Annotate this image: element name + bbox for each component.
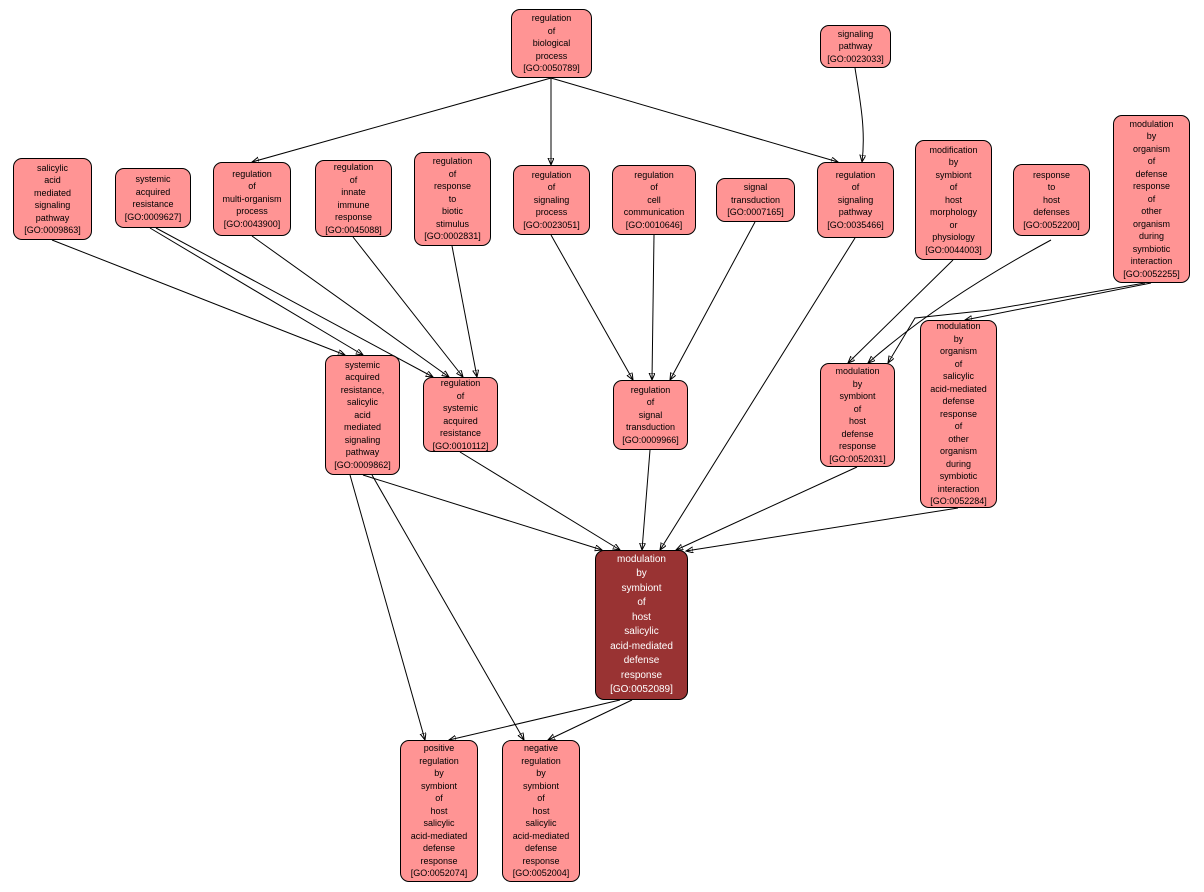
edge-go-0045088-to-go-0010112 bbox=[352, 236, 463, 377]
edge-go-0052031-to-go-0052089 bbox=[676, 466, 858, 550]
node-label: regulation of response to biotic stimulu… bbox=[424, 156, 481, 242]
edge-go-0050789-to-go-0043900 bbox=[252, 77, 552, 162]
node-go-0052200[interactable]: response to host defenses [GO:0052200] bbox=[1013, 164, 1090, 236]
edge-go-0009863-to-go-0009862 bbox=[51, 239, 345, 355]
edge-go-0023051-to-go-0009966 bbox=[550, 234, 633, 380]
node-label: regulation of signaling process [GO:0023… bbox=[523, 169, 580, 230]
node-label: salicylic acid mediated signaling pathwa… bbox=[24, 162, 81, 236]
node-go-0052089-focus[interactable]: modulation by symbiont of host salicylic… bbox=[595, 550, 688, 700]
node-label: regulation of biological process [GO:005… bbox=[523, 13, 580, 74]
edge-go-0002831-to-go-0010112 bbox=[451, 245, 477, 377]
node-label: regulation of systemic acquired resistan… bbox=[432, 378, 489, 451]
node-label: signal transduction [GO:0007165] bbox=[727, 182, 784, 218]
node-go-0009966[interactable]: regulation of signal transduction [GO:00… bbox=[613, 380, 688, 450]
node-go-0009863[interactable]: salicylic acid mediated signaling pathwa… bbox=[13, 158, 92, 240]
edge-go-0050789-to-go-0035466 bbox=[550, 77, 838, 162]
node-label: regulation of innate immune response [GO… bbox=[325, 162, 382, 235]
node-go-0052284[interactable]: modulation by organism of salicylic acid… bbox=[920, 320, 997, 508]
node-go-0035466[interactable]: regulation of signaling pathway [GO:0035… bbox=[817, 162, 894, 238]
node-label: modulation by organism of salicylic acid… bbox=[930, 321, 987, 507]
node-go-0010112[interactable]: regulation of systemic acquired resistan… bbox=[423, 377, 498, 452]
edge-go-0007165-to-go-0009966 bbox=[670, 221, 756, 380]
node-label: modulation by symbiont of host salicylic… bbox=[610, 553, 673, 696]
edge-go-0010646-to-go-0009966 bbox=[652, 234, 654, 380]
edge-go-0052255-to-go-0052284 bbox=[965, 282, 1152, 320]
edge-go-0052089-to-go-0052074 bbox=[449, 699, 621, 740]
edge-go-0009862-to-go-0052004 bbox=[371, 474, 524, 740]
node-go-0009627[interactable]: systemic acquired resistance [GO:0009627… bbox=[115, 168, 191, 228]
node-go-0007165[interactable]: signal transduction [GO:0007165] bbox=[716, 178, 795, 222]
edge-go-0052284-to-go-0052089 bbox=[686, 507, 959, 551]
edge-go-0052200-to-go-0052031 bbox=[868, 239, 1052, 363]
node-label: modification by symbiont of host morphol… bbox=[925, 144, 982, 255]
edge-go-0009627-to-go-0009862 bbox=[149, 227, 363, 355]
node-go-0045088[interactable]: regulation of innate immune response [GO… bbox=[315, 160, 392, 237]
node-go-0010646[interactable]: regulation of cell communication [GO:001… bbox=[612, 165, 696, 235]
node-label: regulation of multi-organism process [GO… bbox=[222, 168, 282, 229]
edge-go-0044003-to-go-0052031 bbox=[848, 259, 954, 363]
node-go-0023033[interactable]: signaling pathway [GO:0023033] bbox=[820, 25, 891, 68]
edge-go-0052089-to-go-0052004 bbox=[548, 699, 633, 740]
edge-go-0052255-to-go-0052031 bbox=[888, 282, 1146, 363]
node-go-0002831[interactable]: regulation of response to biotic stimulu… bbox=[414, 152, 491, 246]
node-go-0044003[interactable]: modification by symbiont of host morphol… bbox=[915, 140, 992, 260]
node-label: modulation by organism of defense respon… bbox=[1123, 118, 1180, 279]
node-go-0052031[interactable]: modulation by symbiont of host defense r… bbox=[820, 363, 895, 467]
node-label: positive regulation by symbiont of host … bbox=[410, 743, 468, 879]
node-go-0052004[interactable]: negative regulation by symbiont of host … bbox=[502, 740, 580, 882]
node-label: regulation of cell communication [GO:001… bbox=[623, 169, 685, 230]
node-label: signaling pathway [GO:0023033] bbox=[827, 28, 884, 64]
edge-go-0009966-to-go-0052089 bbox=[642, 449, 651, 550]
node-label: response to host defenses [GO:0052200] bbox=[1023, 169, 1080, 230]
edge-go-0023033-to-go-0035466 bbox=[854, 67, 863, 162]
node-label: modulation by symbiont of host defense r… bbox=[829, 366, 886, 464]
node-label: systemic acquired resistance [GO:0009627… bbox=[124, 174, 182, 222]
node-label: systemic acquired resistance, salicylic … bbox=[334, 359, 391, 470]
node-go-0023051[interactable]: regulation of signaling process [GO:0023… bbox=[513, 165, 590, 235]
node-go-0043900[interactable]: regulation of multi-organism process [GO… bbox=[213, 162, 291, 236]
node-go-0009862[interactable]: systemic acquired resistance, salicylic … bbox=[325, 355, 400, 475]
node-go-0052074[interactable]: positive regulation by symbiont of host … bbox=[400, 740, 478, 882]
edge-go-0009627-to-go-0010112 bbox=[155, 227, 433, 377]
node-go-0052255[interactable]: modulation by organism of defense respon… bbox=[1113, 115, 1190, 283]
edge-go-0043900-to-go-0010112 bbox=[251, 235, 449, 377]
edge-go-0009862-to-go-0052089 bbox=[362, 474, 602, 550]
node-label: regulation of signal transduction [GO:00… bbox=[622, 384, 679, 445]
edge-go-0035466-to-go-0052089 bbox=[660, 237, 856, 550]
node-label: negative regulation by symbiont of host … bbox=[512, 743, 570, 879]
edge-go-0010112-to-go-0052089 bbox=[459, 451, 620, 550]
edge-go-0009862-to-go-0052074 bbox=[349, 474, 425, 740]
node-label: regulation of signaling pathway [GO:0035… bbox=[827, 169, 884, 230]
node-go-0050789[interactable]: regulation of biological process [GO:005… bbox=[511, 9, 592, 78]
